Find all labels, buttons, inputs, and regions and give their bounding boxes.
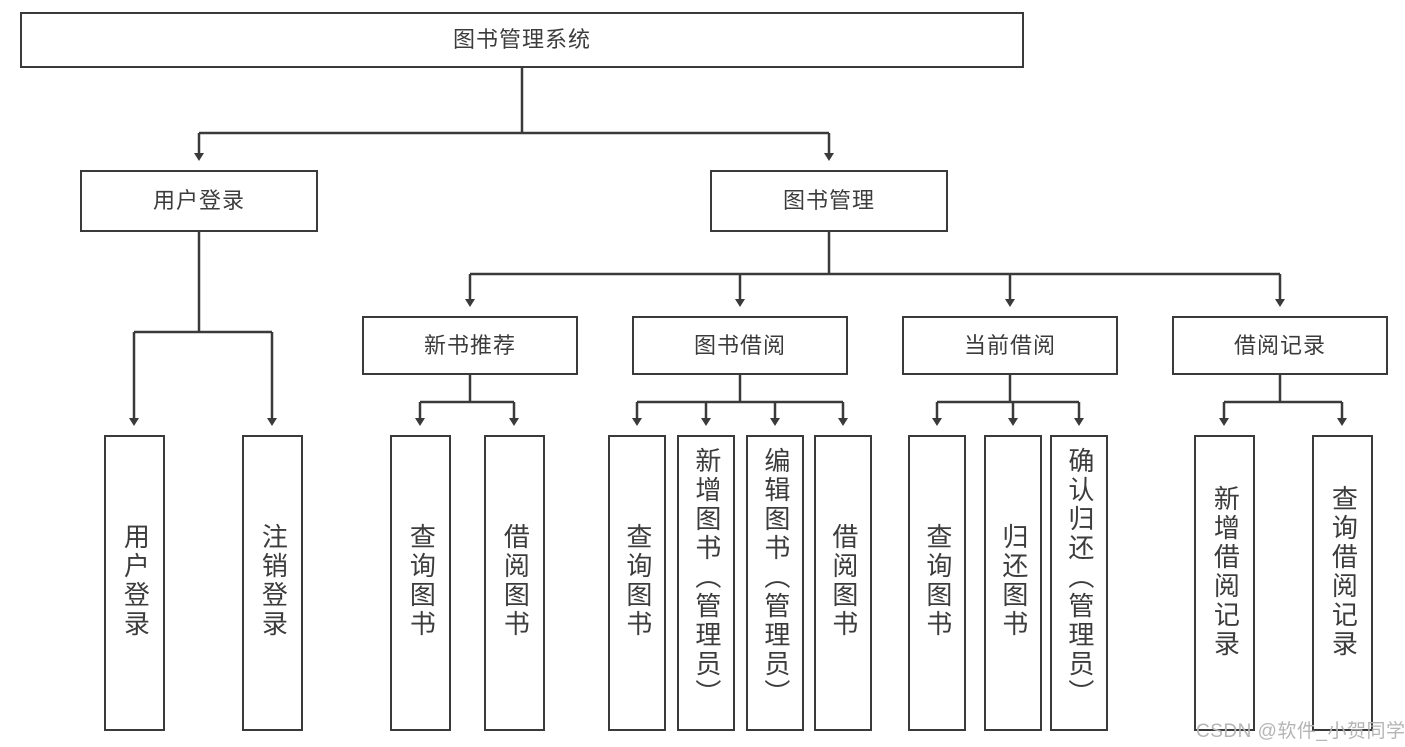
leaf-logout[interactable]: 注销登录 bbox=[242, 435, 303, 731]
node-book-borrow[interactable]: 图书借阅 bbox=[632, 316, 848, 375]
node-book-borrow-label: 图书借阅 bbox=[693, 332, 786, 358]
node-new-book-recommend-label: 新书推荐 bbox=[423, 332, 516, 358]
leaf-add-book-admin-label: 新增图书（管理员） bbox=[691, 447, 722, 708]
node-new-book-recommend[interactable]: 新书推荐 bbox=[362, 316, 578, 375]
node-root-label: 图书管理系统 bbox=[452, 27, 591, 52]
node-borrow-records[interactable]: 借阅记录 bbox=[1172, 316, 1388, 375]
node-user-login[interactable]: 用户登录 bbox=[80, 170, 318, 232]
leaf-query-books-borrow-label: 查询图书 bbox=[622, 523, 653, 639]
node-borrow-records-label: 借阅记录 bbox=[1233, 332, 1326, 358]
leaf-user-login-label: 用户登录 bbox=[120, 523, 151, 639]
leaf-query-books-current[interactable]: 查询图书 bbox=[908, 435, 966, 731]
leaf-query-borrow-record[interactable]: 查询借阅记录 bbox=[1312, 435, 1373, 731]
leaf-add-borrow-record[interactable]: 新增借阅记录 bbox=[1194, 435, 1255, 731]
leaf-return-books[interactable]: 归还图书 bbox=[984, 435, 1042, 731]
leaf-return-books-label: 归还图书 bbox=[998, 523, 1029, 639]
leaf-borrow-books-newbooks-label: 借阅图书 bbox=[500, 523, 531, 639]
leaf-borrow-books-borrow[interactable]: 借阅图书 bbox=[814, 435, 872, 731]
leaf-query-books-newbooks[interactable]: 查询图书 bbox=[390, 435, 451, 731]
node-book-management-label: 图书管理 bbox=[782, 188, 875, 213]
node-current-borrow-label: 当前借阅 bbox=[963, 332, 1056, 358]
leaf-confirm-return-admin[interactable]: 确认归还（管理员） bbox=[1050, 435, 1108, 731]
node-user-login-label: 用户登录 bbox=[152, 188, 245, 213]
leaf-borrow-books-borrow-label: 借阅图书 bbox=[828, 523, 859, 639]
node-book-management[interactable]: 图书管理 bbox=[710, 170, 948, 232]
leaf-query-books-newbooks-label: 查询图书 bbox=[406, 523, 437, 639]
leaf-borrow-books-newbooks[interactable]: 借阅图书 bbox=[484, 435, 545, 731]
leaf-query-borrow-record-label: 查询借阅记录 bbox=[1328, 485, 1359, 659]
leaf-add-borrow-record-label: 新增借阅记录 bbox=[1210, 485, 1241, 659]
leaf-query-books-borrow[interactable]: 查询图书 bbox=[608, 435, 666, 731]
leaf-add-book-admin[interactable]: 新增图书（管理员） bbox=[677, 435, 735, 731]
node-root[interactable]: 图书管理系统 bbox=[20, 12, 1024, 68]
leaf-query-books-current-label: 查询图书 bbox=[922, 523, 953, 639]
node-current-borrow[interactable]: 当前借阅 bbox=[902, 316, 1118, 375]
leaf-user-login[interactable]: 用户登录 bbox=[104, 435, 165, 731]
leaf-logout-label: 注销登录 bbox=[258, 523, 289, 639]
leaf-confirm-return-admin-label: 确认归还（管理员） bbox=[1064, 447, 1095, 708]
leaf-edit-book-admin[interactable]: 编辑图书（管理员） bbox=[746, 435, 804, 731]
watermark: CSDN @软件_小贺同学 bbox=[1196, 721, 1405, 742]
leaf-edit-book-admin-label: 编辑图书（管理员） bbox=[760, 447, 791, 708]
